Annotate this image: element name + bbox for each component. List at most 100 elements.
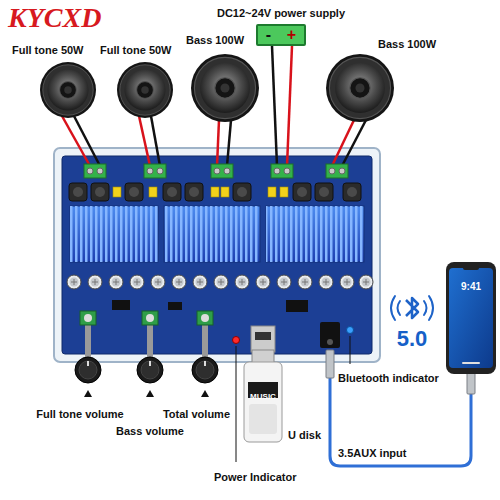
phone-screen: [449, 268, 493, 368]
power-supply-label: DC12~24V power supply: [217, 7, 345, 19]
node-heading-holder: DC12~24V power supply: [217, 3, 345, 21]
film-capacitor: [149, 187, 157, 197]
bluetooth-waves: [391, 296, 433, 320]
speaker: [191, 54, 259, 122]
indicator-label: Bluetooth indicator: [338, 372, 439, 384]
phone-notch: [463, 266, 479, 270]
capacitor: [193, 275, 207, 289]
indicator-label-holder: Bluetooth indicator: [338, 368, 439, 386]
red-wire: [332, 120, 354, 166]
speaker-label: Full tone 50W: [12, 44, 84, 56]
capacitor: [67, 275, 81, 289]
chip: [112, 300, 130, 310]
film-capacitor: [211, 187, 219, 197]
capacitor: [88, 275, 102, 289]
bluetooth-symbol: [406, 298, 418, 318]
capacitor: [172, 275, 186, 289]
heatsink-fins: [70, 206, 158, 262]
inductor: [163, 183, 181, 201]
capacitor: [359, 275, 373, 289]
speaker: [326, 54, 394, 122]
aux-plug: [326, 350, 334, 378]
usb-stick-label: MUSIC: [250, 392, 276, 401]
capacitor: [130, 275, 144, 289]
aux-jack-hole: [327, 339, 333, 345]
aux-jack: [320, 322, 340, 348]
speaker-label: Bass 100W: [378, 38, 436, 50]
bluetooth-version-holder: 5.0: [397, 326, 428, 351]
chip: [286, 300, 308, 312]
volume-knob: [192, 357, 218, 383]
speaker-label-holder: Bass 100W: [186, 30, 244, 48]
capacitor: [151, 275, 165, 289]
heatsink: [70, 206, 158, 262]
bluetooth-led: [347, 327, 354, 334]
heatsink-fins: [266, 206, 364, 262]
volume-knob: [75, 357, 101, 383]
usb-port: [251, 326, 275, 352]
acrylic-case: [54, 148, 380, 362]
terminal-block: [144, 164, 166, 178]
input-label-holder: 3.5AUX input: [338, 443, 406, 461]
speaker: [117, 62, 173, 118]
indicator-label: Power Indicator: [214, 471, 297, 483]
terminal-block: [271, 164, 293, 178]
heatsink-fins: [164, 206, 260, 262]
inductor: [69, 183, 87, 201]
polarity-minus: -: [266, 27, 271, 43]
brand-logo: KYCXD: [8, 2, 101, 33]
phone-clock-holder: 9:41: [461, 276, 481, 294]
black-wire: [151, 116, 160, 166]
aux-cable: [330, 378, 471, 466]
knob-shaft: [147, 324, 153, 360]
capacitor: [256, 275, 270, 289]
knob-label-holder: Bass volume: [116, 421, 184, 439]
power-led: [233, 337, 240, 344]
phone-clock: 9:41: [461, 281, 481, 292]
knob-label: Total volume: [163, 408, 230, 420]
volume-knob: [137, 357, 163, 383]
pointer-triangle: [201, 390, 209, 397]
leader-line: [236, 346, 237, 462]
red-wire: [217, 120, 219, 166]
red-wire: [139, 116, 150, 166]
terminal-block: [211, 164, 233, 178]
polarity-plus: +: [287, 27, 296, 43]
usb-stick: [244, 362, 282, 442]
inductor: [233, 183, 251, 201]
inductor: [91, 183, 109, 201]
knob-label-holder: Full tone volume: [36, 404, 123, 422]
knob-label: Full tone volume: [36, 408, 123, 420]
node-row: -+: [258, 26, 304, 44]
film-capacitor: [113, 187, 121, 197]
capacitor: [109, 275, 123, 289]
pointer-triangle: [146, 390, 154, 397]
speaker-label: Bass 100W: [186, 34, 244, 46]
knob-shaft: [85, 324, 91, 360]
leader-line: [350, 336, 351, 364]
usb-port-slot: [255, 332, 271, 340]
red-wire: [287, 46, 292, 166]
capacitor: [277, 275, 291, 289]
speaker-label-holder: Bass 100W: [378, 34, 436, 52]
heatsink: [164, 206, 260, 262]
speaker-label-holder: Full tone 50W: [12, 40, 84, 58]
aux-plug: [467, 372, 475, 394]
black-wire: [272, 46, 277, 166]
inductor: [293, 183, 311, 201]
knob-shaft: [202, 324, 208, 360]
bluetooth-version: 5.0: [397, 326, 428, 351]
heatsink: [266, 206, 364, 262]
phone-body: [446, 262, 496, 374]
knob-label-holder: Total volume: [163, 404, 230, 422]
usb-disk-label-holder: U disk: [288, 425, 321, 443]
power-supply-box: DC12~24V power supply-+: [256, 24, 306, 46]
capacitor: [214, 275, 228, 289]
usb-stick-gloss: [249, 404, 277, 434]
speaker-label: Full tone 50W: [100, 44, 172, 56]
capacitor: [298, 275, 312, 289]
knob-label: Bass volume: [116, 425, 184, 437]
